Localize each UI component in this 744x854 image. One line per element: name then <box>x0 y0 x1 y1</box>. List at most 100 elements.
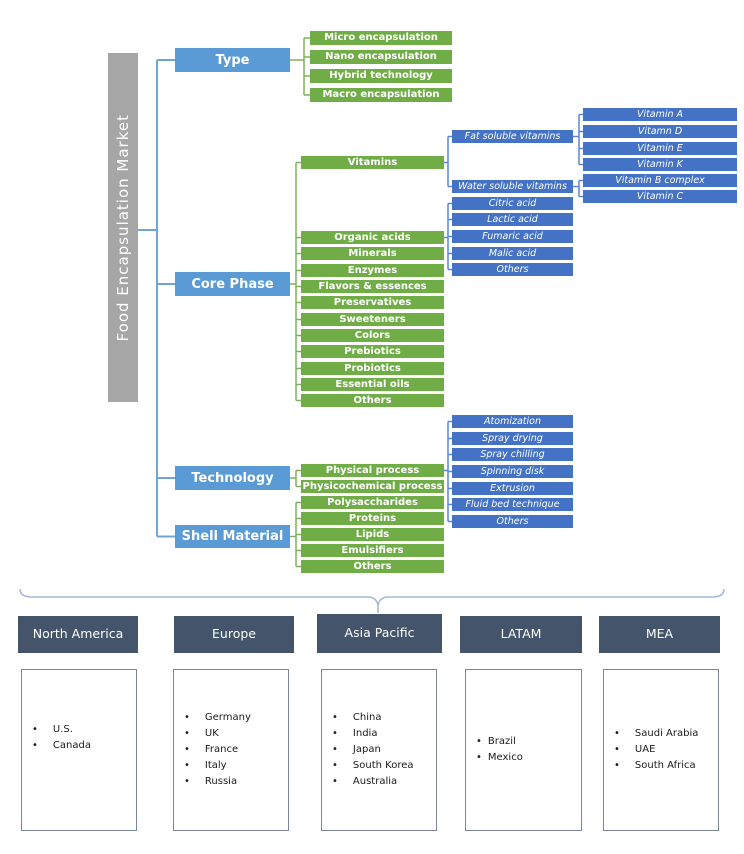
region-list-europe: Germany UK France Italy Russia <box>173 669 289 831</box>
trunk-connector <box>138 59 175 538</box>
vitamin-a: Vitamin A <box>583 108 737 121</box>
core-item-flavors-essences: Flavors & essences <box>301 280 444 293</box>
region-header-mea: MEA <box>599 616 720 653</box>
country-item: Canada <box>32 738 91 754</box>
core-item-probiotics: Probiotics <box>301 362 444 375</box>
tech-item-label: Physicochemical process <box>302 480 443 492</box>
shell-item-emulsifiers: Emulsifiers <box>301 544 444 557</box>
region-list-asia-pacific: China India Japan South Korea Australia <box>321 669 437 831</box>
country-label: Mexico <box>487 752 523 763</box>
region-name: Asia Pacific <box>344 625 415 641</box>
core-item-essential-oils: Essential oils <box>301 378 444 391</box>
fat-soluble-bracket <box>573 113 583 166</box>
process-spray-chilling: Spray chilling <box>452 448 573 461</box>
country-label: India <box>352 728 378 739</box>
country-item: Saudi Arabia <box>614 726 698 742</box>
vitamin-e: Vitamin E <box>583 142 737 155</box>
country-label: Brazil <box>487 736 516 747</box>
country-item: Japan <box>332 742 414 758</box>
category-technology: Technology <box>175 466 290 490</box>
process-extrusion: Extrusion <box>452 482 573 495</box>
type-item-label: Macro encapsulation <box>322 89 440 100</box>
process-others: Others <box>452 515 573 528</box>
vitamin-label: Vitamin A <box>636 108 684 120</box>
country-list: Brazil Mexico <box>466 734 523 766</box>
process-atomization: Atomization <box>452 415 573 428</box>
organic-acids-bracket <box>444 202 452 271</box>
vitamin-label: Vitamin E <box>637 142 683 154</box>
country-item: China <box>332 710 414 726</box>
country-label: Canada <box>52 740 91 751</box>
vitamin-label: Vitamin B complex <box>615 174 705 186</box>
regions-brace <box>19 588 725 613</box>
type-item-nano-encapsulation: Nano encapsulation <box>310 50 452 64</box>
core-item-minerals: Minerals <box>301 247 444 260</box>
core-item-vitamins: Vitamins <box>301 156 444 169</box>
core-item-others: Others <box>301 394 444 407</box>
process-label: Atomization <box>484 415 541 427</box>
vitamin-d: Vitamn D <box>583 125 737 138</box>
country-item: U.S. <box>32 722 91 738</box>
region-header-asia-pacific: Asia Pacific <box>317 614 442 653</box>
country-label: Saudi Arabia <box>634 728 699 739</box>
acid-label: Lactic acid <box>487 213 538 225</box>
core-item-label: Minerals <box>348 247 397 259</box>
country-item: Germany <box>184 710 251 726</box>
process-fluid-bed: Fluid bed technique <box>452 498 573 511</box>
country-item: India <box>332 726 414 742</box>
process-label: Fluid bed technique <box>465 498 560 510</box>
core-item-label: Prebiotics <box>344 345 401 357</box>
core-item-label: Preservatives <box>333 296 412 308</box>
core-item-label: Probiotics <box>344 362 401 374</box>
vitamin-label: Vitamn D <box>637 125 683 137</box>
country-label: France <box>204 744 239 755</box>
region-name: LATAM <box>500 626 542 642</box>
type-item-label: Hybrid technology <box>329 70 433 81</box>
vitamins-fat-soluble: Fat soluble vitamins <box>452 130 573 143</box>
technology-bracket <box>290 469 301 488</box>
country-item: Australia <box>332 774 414 790</box>
core-item-colors: Colors <box>301 329 444 342</box>
type-item-label: Nano encapsulation <box>325 51 437 62</box>
core-item-label: Flavors & essences <box>318 280 427 292</box>
shell-item-label: Emulsifiers <box>341 544 404 556</box>
country-item: Italy <box>184 758 251 774</box>
core-item-enzymes: Enzymes <box>301 264 444 277</box>
vitamin-label: Vitamin C <box>636 190 684 202</box>
shell-item-others: Others <box>301 560 444 573</box>
core-item-prebiotics: Prebiotics <box>301 345 444 358</box>
shell-item-label: Others <box>353 560 392 572</box>
region-list-mea: Saudi Arabia UAE South Africa <box>603 669 719 831</box>
process-label: Spinning disk <box>480 465 545 477</box>
process-label: Spray chilling <box>480 448 545 460</box>
shell-item-label: Polysaccharides <box>327 496 418 508</box>
region-name: Europe <box>212 626 256 642</box>
category-core-phase-label: Core Phase <box>191 276 274 292</box>
vitamins-water-soluble: Water soluble vitamins <box>452 180 573 193</box>
country-item: Russia <box>184 774 251 790</box>
country-list: U.S. Canada <box>22 722 91 754</box>
process-label: Others <box>496 515 529 527</box>
country-item: UAE <box>614 742 698 758</box>
vitamin-b-complex: Vitamin B complex <box>583 174 737 187</box>
category-shell-material: Shell Material <box>175 525 290 548</box>
country-item: South Korea <box>332 758 414 774</box>
shell-item-label: Proteins <box>348 512 397 524</box>
process-spinning-disk: Spinning disk <box>452 465 573 478</box>
process-label: Spray drying <box>482 432 543 444</box>
region-list-north-america: U.S. Canada <box>21 669 137 831</box>
vitamin-k: Vitamin K <box>583 158 737 171</box>
core-item-sweeteners: Sweeteners <box>301 313 444 326</box>
country-label: UK <box>204 728 219 739</box>
region-header-north-america: North America <box>18 616 138 653</box>
country-label: China <box>352 712 382 723</box>
root-market-label: Food Encapsulation Market <box>114 113 132 342</box>
country-label: U.S. <box>52 724 73 735</box>
region-header-europe: Europe <box>174 616 294 653</box>
acid-label: Citric acid <box>488 197 537 209</box>
physical-process-bracket <box>444 420 452 523</box>
type-bracket <box>290 37 310 96</box>
country-label: Japan <box>352 744 381 755</box>
vitamin-group-label: Fat soluble vitamins <box>464 130 561 142</box>
